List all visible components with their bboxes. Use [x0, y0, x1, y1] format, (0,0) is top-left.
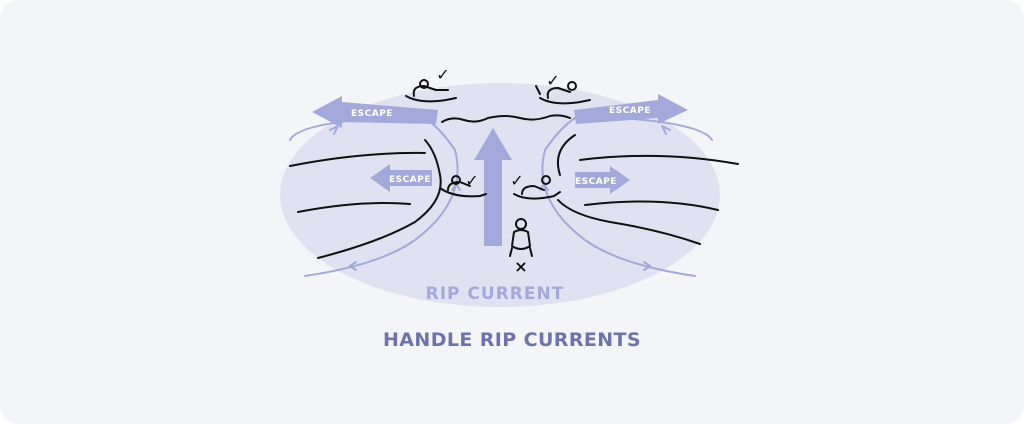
circulation-arc-left [304, 117, 459, 277]
swimmer-icon [513, 175, 561, 200]
shore-break-left [317, 139, 442, 259]
wave-line [289, 151, 426, 167]
wave-line [584, 200, 719, 211]
escape-label: ESCAPE [389, 175, 431, 185]
cross-icon: × [514, 257, 527, 276]
rip-current-arrow [474, 128, 512, 246]
escape-label: ESCAPE [575, 177, 617, 187]
swimmer-icon [509, 218, 533, 257]
escape-arrow-mid-right: ESCAPE [575, 166, 630, 194]
escape-arrow-mid-left: ESCAPE [370, 164, 432, 192]
swimmer-icon [535, 81, 591, 105]
rip-current-label: RIP CURRENT [426, 284, 565, 304]
caption: HANDLE RIP CURRENTS [383, 329, 641, 351]
check-icon: ✓ [465, 171, 478, 190]
check-icon: ✓ [546, 71, 559, 90]
wave-line [556, 134, 576, 176]
swimmer-icon [439, 175, 487, 198]
flow-chevron [643, 261, 651, 271]
swimmer-icon [405, 79, 457, 103]
wave-line [579, 154, 739, 165]
escape-label: ESCAPE [609, 106, 651, 116]
flow-chevron [329, 125, 339, 135]
escape-arrow-top-right: ESCAPE [574, 94, 688, 124]
check-icon: ✓ [436, 65, 449, 84]
escape-arrow-top-left: ESCAPE [312, 96, 438, 128]
shore-break-right [557, 199, 701, 245]
flow-chevron [349, 261, 357, 271]
escape-label: ESCAPE [351, 109, 393, 119]
flow-chevron [661, 125, 671, 135]
check-icon: ✓ [510, 171, 523, 190]
wave-crest-top [441, 114, 571, 123]
circulation-arc-right [541, 117, 696, 277]
wave-line [297, 202, 411, 213]
